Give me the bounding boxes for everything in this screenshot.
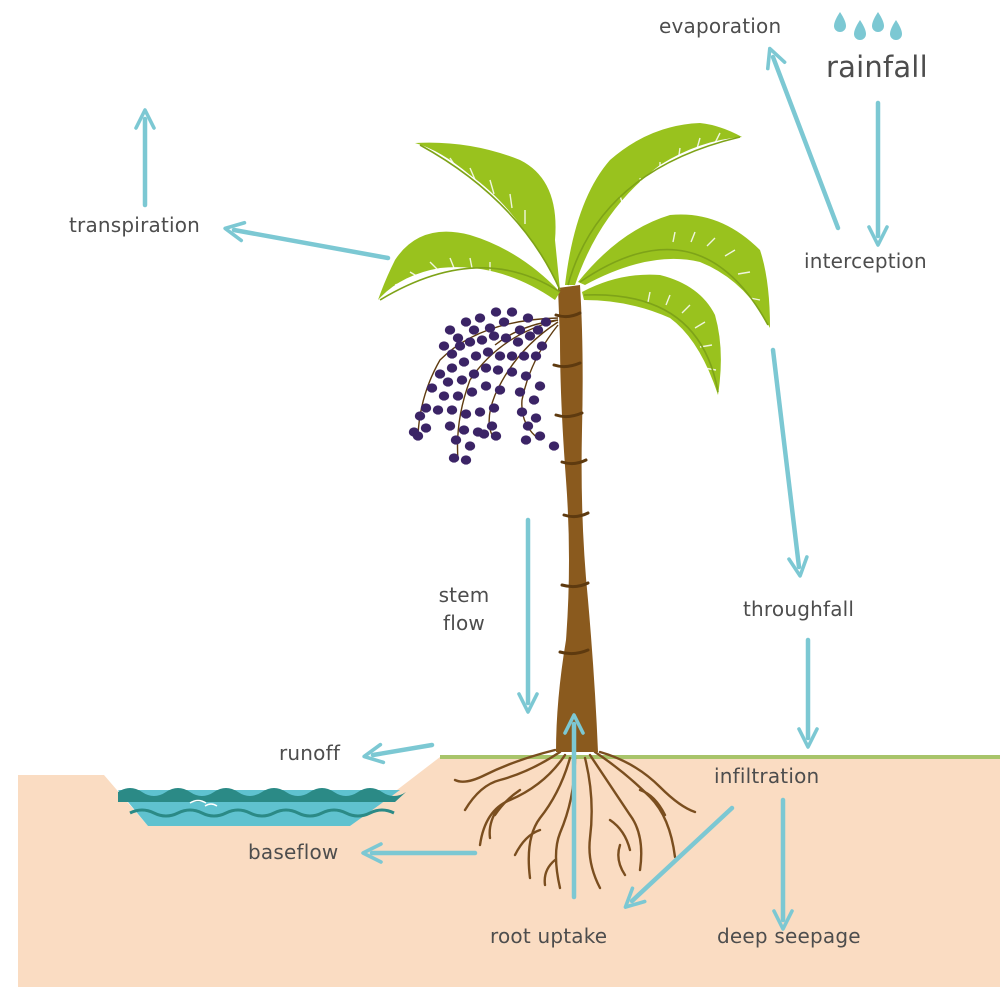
- berry: [519, 351, 529, 360]
- berry: [531, 351, 541, 360]
- berry: [523, 313, 533, 322]
- berry: [507, 351, 517, 360]
- label-interception: interception: [804, 249, 927, 273]
- berry: [413, 431, 423, 440]
- berry: [415, 411, 425, 420]
- berry: [495, 385, 505, 394]
- berry: [491, 431, 501, 440]
- berry: [493, 365, 503, 374]
- berry: [535, 431, 545, 440]
- raindrops-icon: [834, 12, 902, 40]
- berry: [439, 391, 449, 400]
- berry: [495, 351, 505, 360]
- berry: [449, 453, 459, 462]
- berry: [445, 325, 455, 334]
- label-stem-flow-line2: flow: [432, 611, 496, 635]
- label-rainfall: rainfall: [826, 50, 928, 85]
- berry: [469, 369, 479, 378]
- berry: [451, 435, 461, 444]
- berry: [439, 341, 449, 350]
- berry: [467, 387, 477, 396]
- berry: [455, 341, 465, 350]
- berry: [491, 307, 501, 316]
- transpiration-arrow: [234, 230, 388, 258]
- berry: [507, 367, 517, 376]
- berry: [447, 405, 457, 414]
- runoff-arrow: [373, 745, 432, 755]
- berry: [523, 421, 533, 430]
- berry: [465, 337, 475, 346]
- berry: [445, 421, 455, 430]
- berry: [515, 387, 525, 396]
- berry: [537, 341, 547, 350]
- berry: [549, 441, 559, 450]
- berry: [541, 317, 551, 326]
- berry: [453, 391, 463, 400]
- berry: [485, 323, 495, 332]
- berry: [487, 421, 497, 430]
- berry: [459, 425, 469, 434]
- label-deep-seepage: deep seepage: [717, 924, 861, 948]
- label-evaporation: evaporation: [659, 14, 781, 38]
- acai-berry-cluster: [409, 307, 559, 464]
- berry: [447, 363, 457, 372]
- berry: [475, 313, 485, 322]
- label-stem-flow: stem flow: [432, 583, 496, 635]
- berry: [489, 331, 499, 340]
- berry: [535, 381, 545, 390]
- berry: [483, 347, 493, 356]
- berry: [461, 317, 471, 326]
- berry: [521, 435, 531, 444]
- label-stem-flow-line1: stem: [432, 583, 496, 607]
- berry: [453, 333, 463, 342]
- berry: [501, 333, 511, 342]
- berry: [477, 335, 487, 344]
- berry: [427, 383, 437, 392]
- berry: [499, 317, 509, 326]
- label-throughfall: throughfall: [743, 597, 854, 621]
- berry: [489, 403, 499, 412]
- berry: [443, 377, 453, 386]
- berry: [479, 429, 489, 438]
- berry: [421, 423, 431, 432]
- label-root-uptake: root uptake: [490, 924, 607, 948]
- throughfall-upper-arrow: [773, 350, 799, 567]
- berry: [517, 407, 527, 416]
- berry: [533, 325, 543, 334]
- berry: [447, 349, 457, 358]
- berry: [513, 337, 523, 346]
- berry: [481, 381, 491, 390]
- berry: [461, 455, 471, 464]
- berry: [515, 325, 525, 334]
- berry: [521, 371, 531, 380]
- label-infiltration: infiltration: [714, 764, 819, 788]
- berry: [461, 409, 471, 418]
- berry: [507, 307, 517, 316]
- label-baseflow: baseflow: [248, 840, 338, 864]
- berry: [471, 351, 481, 360]
- berry: [469, 325, 479, 334]
- berry: [529, 395, 539, 404]
- berry: [475, 407, 485, 416]
- label-transpiration: transpiration: [69, 213, 200, 237]
- berry: [433, 405, 443, 414]
- palm-trunk: [554, 285, 598, 752]
- berry: [525, 331, 535, 340]
- berry: [435, 369, 445, 378]
- berry: [481, 363, 491, 372]
- berry: [531, 413, 541, 422]
- berry: [465, 441, 475, 450]
- berry: [459, 357, 469, 366]
- berry: [457, 375, 467, 384]
- label-runoff: runoff: [279, 741, 340, 765]
- berry: [421, 403, 431, 412]
